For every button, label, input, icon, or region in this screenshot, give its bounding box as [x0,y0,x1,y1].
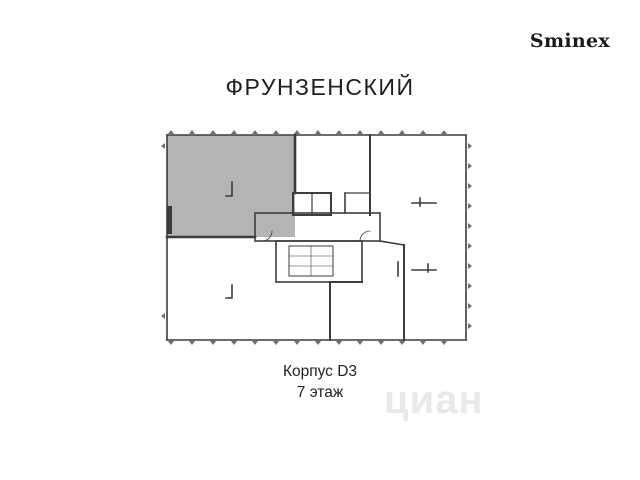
window-marker [231,130,237,134]
window-marker [273,341,279,345]
window-marker [468,143,472,149]
fixture-4 [411,263,437,273]
core-side-wall [379,240,405,246]
selected-apartment[interactable] [167,135,295,237]
walls [165,133,467,341]
window-marker [189,341,195,345]
core-stair [275,240,363,283]
window-marker [420,341,426,345]
window-marker [336,341,342,345]
window-marker [294,130,300,134]
floor-label: 7 этаж [296,384,344,401]
window-marker [468,243,472,249]
window-marker [210,130,216,134]
fixture-3 [411,197,437,207]
window-marker [189,130,195,134]
window-marker [399,130,405,134]
window-marker [161,143,165,149]
window-marker [468,283,472,289]
window-marker [468,303,472,309]
window-marker [357,341,363,345]
window-marker [468,263,472,269]
building-label: Корпус D3 [282,363,358,380]
window-marker [468,323,472,329]
window-marker [231,341,237,345]
window-marker [161,313,165,319]
window-marker [273,130,279,134]
window-marker [168,341,174,345]
brand-logo: Sminex [529,30,610,52]
window-marker [468,163,472,169]
window-marker [420,130,426,134]
window-marker [168,130,174,134]
window-marker [315,130,321,134]
fixture-1 [225,181,233,197]
window-marker [441,130,447,134]
window-marker [468,183,472,189]
window-marker [210,341,216,345]
window-marker [336,130,342,134]
door-arc-2 [359,230,371,242]
window-marker [378,341,384,345]
window-marker [252,341,258,345]
window-marker [378,130,384,134]
window-marker [441,341,447,345]
window-marker [468,203,472,209]
page-title: ФРУНЗЕНСКИЙ [225,74,415,100]
cian-watermark: циан [384,378,484,422]
window-marker [252,130,258,134]
door-arc-1 [261,230,273,242]
window-marker [468,223,472,229]
window-markers [161,130,472,345]
window-marker [357,130,363,134]
caption: Корпус D3 7 этаж [0,361,640,403]
window-marker [294,341,300,345]
fixture-6 [167,206,172,234]
window-marker [399,341,405,345]
window-marker [315,341,321,345]
fixture-2 [225,284,233,299]
